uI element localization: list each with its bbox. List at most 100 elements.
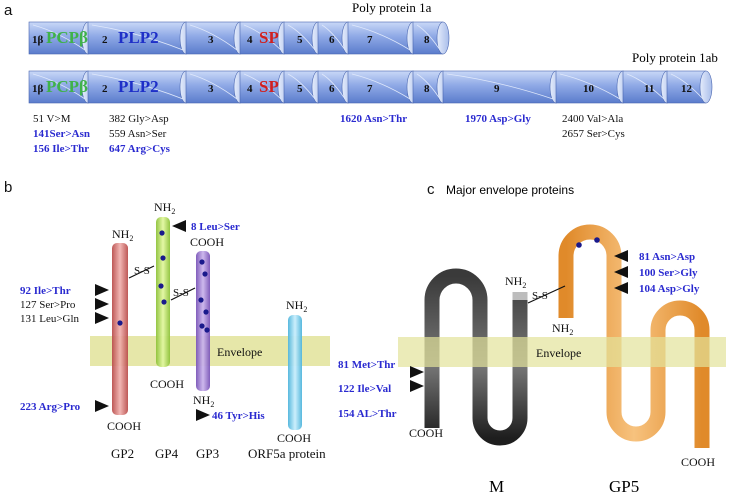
polyprotein-1a-title: Poly protein 1a — [352, 0, 432, 15]
segment-highlight — [416, 24, 441, 51]
protein-name: ORF5a protein — [248, 446, 326, 461]
gp3-helix — [196, 251, 210, 391]
cooh-label: COOH — [277, 431, 311, 445]
segment-label: 7 — [367, 83, 373, 95]
mutation-label: 559 Asn>Ser — [109, 128, 167, 140]
mutation-dot — [594, 237, 600, 243]
arrow-icon — [196, 409, 210, 421]
segment-label: 12 — [681, 83, 693, 95]
cooh-label: COOH — [681, 455, 715, 469]
segment-label: PCPβ — [46, 28, 88, 47]
polyprotein-mutations: 51 V>M 141Ser>Asn 156 Ile>Thr 382 Gly>As… — [33, 113, 625, 155]
segment-label: 1β — [32, 34, 44, 46]
arrow-icon — [614, 266, 628, 278]
segment-label: SP — [259, 28, 279, 47]
protein-name: GP5 — [609, 477, 639, 496]
segment-highlight — [351, 24, 411, 51]
segment-label: 5 — [297, 83, 303, 95]
mutation-label: 8 Leu>Ser — [191, 221, 240, 233]
mutation-label: 154 AL>Thr — [338, 408, 397, 420]
mutation-dot — [199, 323, 205, 329]
mutation-label: 100 Ser>Gly — [639, 267, 698, 279]
segment-highlight — [287, 73, 316, 100]
mutation-label: 1970 Asp>Gly — [465, 113, 531, 125]
orf5a-helix — [288, 315, 302, 430]
protein-name: GP2 — [111, 446, 134, 461]
segment-highlight — [559, 73, 621, 100]
nh2-label: NH2 — [193, 393, 214, 409]
cooh-label: COOH — [190, 235, 224, 249]
segment-highlight — [321, 73, 346, 100]
nh2-label: NH2 — [112, 227, 133, 243]
polyprotein-segment — [28, 21, 89, 55]
gp4-helix — [156, 217, 170, 367]
segment-highlight — [416, 73, 441, 100]
protein-name: GP4 — [155, 446, 179, 461]
disulfide-label: S-S — [532, 290, 548, 302]
segment-highlight — [321, 24, 346, 51]
segment-label: 9 — [494, 83, 500, 95]
disulfide-label: S-S — [134, 265, 150, 277]
segment-label: PLP2 — [118, 28, 159, 47]
polyprotein-segment — [185, 70, 241, 104]
segment-label: 10 — [583, 83, 595, 95]
segment-highlight — [91, 73, 184, 100]
mutation-dot — [198, 297, 204, 303]
arrow-icon — [95, 312, 109, 324]
arrow-icon — [410, 380, 424, 392]
segment-highlight — [243, 73, 282, 100]
mutation-label: 51 V>M — [33, 113, 71, 125]
panel-a-label: a — [4, 2, 13, 19]
mutation-label: 1620 Asn>Thr — [340, 113, 407, 125]
cooh-label: COOH — [409, 426, 443, 440]
segment-highlight — [243, 24, 282, 51]
segment-label: 1β — [32, 83, 44, 95]
arrow-icon — [410, 366, 424, 378]
protein-name: M — [489, 477, 504, 496]
segment-cap — [699, 70, 713, 104]
arrow-icon — [172, 220, 186, 232]
segment-highlight — [32, 24, 86, 51]
mutation-dot — [202, 271, 208, 277]
gp5-protein — [558, 224, 710, 448]
segment-label: SP — [259, 77, 279, 96]
nh2-label: NH2 — [286, 298, 307, 314]
cooh-label: COOH — [107, 419, 141, 433]
mutation-label: 131 Leu>Gln — [20, 313, 80, 325]
segment-highlight — [287, 24, 316, 51]
segment-label: 6 — [329, 83, 335, 95]
membrane-band — [398, 337, 726, 367]
mutation-dot — [203, 309, 209, 315]
nh2-label: NH2 — [505, 274, 526, 290]
segment-label: 3 — [208, 34, 214, 46]
mutation-dot — [159, 230, 165, 236]
mutation-label: 223 Arg>Pro — [20, 401, 81, 413]
segment-label: 8 — [424, 83, 430, 95]
segment-label: PLP2 — [118, 77, 159, 96]
envelope-label: Envelope — [536, 346, 581, 360]
mutation-dot — [576, 242, 582, 248]
mutation-label: 647 Arg>Cys — [109, 143, 171, 155]
envelope-label: Envelope — [217, 345, 262, 359]
segment-label: 3 — [208, 83, 214, 95]
segment-highlight — [446, 73, 554, 100]
m-protein — [424, 268, 528, 446]
gp2-helix — [112, 243, 128, 415]
segment-label: PCPβ — [46, 77, 88, 96]
segment-highlight — [189, 73, 238, 100]
mutation-label: 122 Ile>Val — [338, 383, 391, 395]
segment-label: 5 — [297, 34, 303, 46]
segment-label: 8 — [424, 34, 430, 46]
polyprotein-segment — [622, 70, 668, 104]
mutation-label: 2657 Ser>Cys — [562, 128, 625, 140]
arrow-icon — [95, 400, 109, 412]
polyprotein-segment — [666, 70, 707, 104]
segment-label: 2 — [102, 83, 108, 95]
segment-label: 6 — [329, 34, 335, 46]
mutation-label: 156 Ile>Thr — [33, 143, 89, 155]
polyprotein-1ab-title: Poly protein 1ab — [632, 50, 718, 65]
arrow-icon — [95, 298, 109, 310]
